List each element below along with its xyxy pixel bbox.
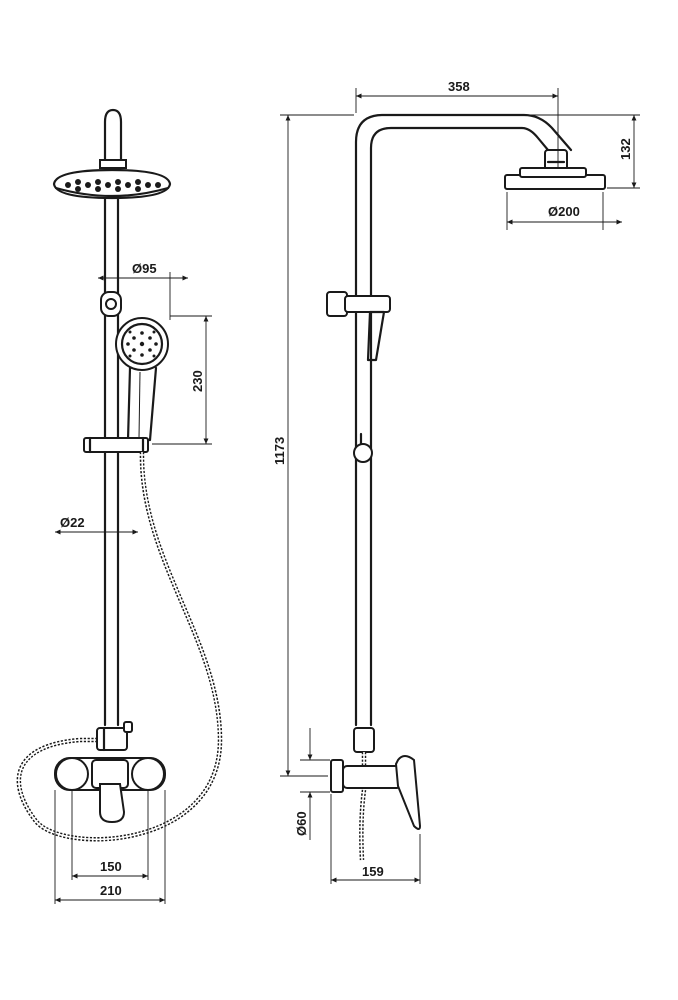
- dim-arm-length-label: 358: [448, 79, 470, 94]
- riser-and-arm-side: [354, 113, 573, 727]
- rain-shower-head-side: [504, 167, 606, 190]
- dim-head-drop-label: 132: [618, 138, 633, 160]
- dim-mixer-height-label: Ø60: [294, 811, 309, 836]
- dim-hand-shower-length-label: 230: [190, 370, 205, 392]
- side-view: 358 132 Ø200 1173 Ø60: [272, 79, 640, 884]
- dim-rail-diameter: Ø22: [55, 515, 138, 535]
- dim-mixer-inner: 150: [71, 790, 149, 880]
- riser-rail-front: [103, 196, 120, 727]
- dim-mixer-outer-label: 210: [100, 883, 122, 898]
- dim-mixer-depth-label: 159: [362, 864, 384, 879]
- rain-shower-head-front: [52, 168, 172, 200]
- dim-mixer-depth: 159: [330, 794, 421, 884]
- dim-total-height-label: 1173: [272, 437, 287, 465]
- dim-hand-shower-diameter: Ø95: [98, 261, 188, 320]
- slide-holder-front: [83, 436, 149, 454]
- overhead-arm-front: [99, 108, 127, 169]
- dim-head-diameter: Ø200: [506, 192, 622, 230]
- dim-mixer-inner-label: 150: [100, 859, 122, 874]
- dim-hand-shower-diameter-label: Ø95: [132, 261, 157, 276]
- dim-head-drop: 132: [528, 114, 640, 189]
- hand-shower-front: [115, 317, 169, 442]
- upper-holder-front: [100, 291, 122, 317]
- dim-rail-diameter-label: Ø22: [60, 515, 85, 530]
- diverter-front: [96, 721, 133, 752]
- dim-mixer-outer: 210: [54, 790, 166, 904]
- mixer-side: [330, 727, 422, 861]
- front-view: Ø95 230 Ø22 150 210: [16, 108, 223, 904]
- dim-mixer-height: Ø60: [294, 728, 330, 840]
- dim-head-diameter-label: Ø200: [548, 204, 580, 219]
- dim-total-height: 1173: [272, 114, 354, 777]
- shower-nozzles: [65, 179, 161, 192]
- upper-holder-side: [326, 291, 391, 362]
- dim-arm-length: 358: [355, 79, 559, 168]
- dim-hand-shower-length: 230: [152, 315, 212, 445]
- slide-knob-side: [353, 432, 373, 463]
- mixer-body-front: [54, 757, 166, 824]
- hand-shower-nozzles: [126, 330, 158, 358]
